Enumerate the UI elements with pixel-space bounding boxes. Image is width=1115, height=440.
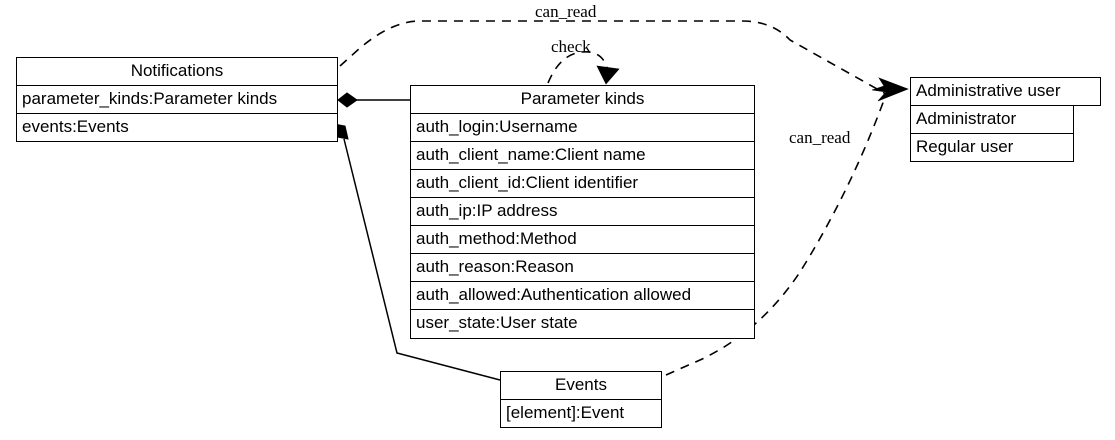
class-attribute-row: auth_reason:Reason	[411, 254, 754, 282]
edge-can-read-top	[339, 20, 887, 95]
uml-class-administrative-user[interactable]: Administrative user	[910, 77, 1101, 106]
edge-label-check: check	[551, 37, 591, 56]
edge-can-read-mid	[665, 99, 885, 376]
class-attribute-row: auth_method:Method	[411, 226, 754, 254]
class-attribute-row: auth_ip:IP address	[411, 198, 754, 226]
uml-class-events[interactable]: Events [element]:Event	[500, 371, 662, 428]
class-title-administrative-user: Administrative user	[916, 81, 1061, 100]
class-title-parameter-kinds: Parameter kinds	[411, 86, 754, 114]
class-attribute-row: auth_client_name:Client name	[411, 142, 754, 170]
edge-check	[547, 51, 609, 84]
edge-label-can-read-top: can_read	[535, 2, 597, 21]
can-read-arrowhead-icon	[871, 77, 909, 102]
edge-composition-events	[343, 138, 501, 381]
class-attribute-row: [element]:Event	[506, 403, 625, 422]
class-attribute-row: auth_allowed:Authentication allowed	[411, 282, 754, 310]
class-title-notifications: Notifications	[17, 58, 337, 86]
class-attribute-row: Administrator	[911, 106, 1073, 134]
class-attribute-row: events:Events	[22, 117, 129, 136]
uml-class-administrative-user-values[interactable]: Administrator Regular user	[910, 105, 1074, 162]
class-attribute-row: parameter_kinds:Parameter kinds	[17, 86, 337, 114]
uml-class-parameter-kinds[interactable]: Parameter kinds auth_login:Username auth…	[410, 85, 755, 339]
class-attribute-row: user_state:User state	[416, 313, 578, 332]
class-attribute-row: auth_login:Username	[411, 114, 754, 142]
class-attribute-row: Regular user	[916, 137, 1014, 156]
composition-diamond-parameter-kinds-icon	[337, 92, 358, 108]
uml-class-notifications[interactable]: Notifications parameter_kinds:Parameter …	[16, 57, 338, 142]
check-arrowhead-icon	[596, 65, 620, 85]
edge-label-can-read-mid: can_read	[789, 128, 851, 147]
class-attribute-row: auth_client_id:Client identifier	[411, 170, 754, 198]
class-title-events: Events	[501, 372, 661, 400]
